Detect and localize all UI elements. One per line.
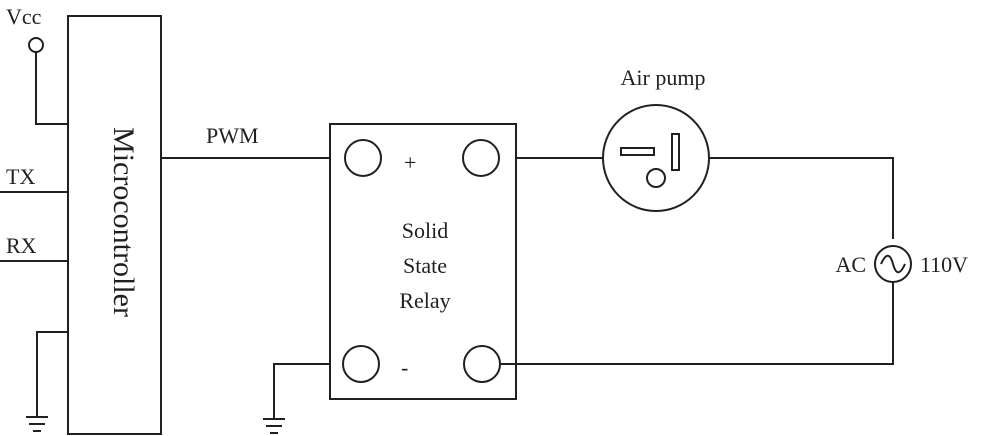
microcontroller: Microcontroller (67, 15, 162, 435)
microcontroller-label: Microcontroller (107, 127, 140, 317)
ground-symbol-icon (263, 418, 285, 434)
microcontroller-ground (26, 331, 68, 432)
relay-terminal-plus (344, 139, 382, 177)
solid-state-relay: + - Solid State Relay (329, 123, 517, 400)
rx-line: RX (0, 233, 68, 262)
ac-sine-icon (880, 254, 906, 274)
vcc-wire (35, 52, 68, 125)
relay-label-line-3: Relay (399, 288, 450, 313)
pwm-line: PWM (161, 123, 330, 159)
air-pump-slot-vertical (671, 133, 680, 171)
tx-label: TX (6, 164, 35, 189)
vcc-terminal: Vcc (6, 4, 68, 125)
ac-label: AC (835, 252, 866, 277)
relay-minus-label: - (401, 355, 408, 380)
microcontroller-ground-wire (36, 331, 68, 416)
air-pump-label: Air pump (621, 65, 706, 90)
air-pump-ground-pin (646, 168, 666, 188)
air-pump: Air pump (602, 65, 710, 212)
pump-to-ac-wire (709, 157, 894, 239)
vcc-label: Vcc (6, 4, 42, 29)
pwm-label: PWM (206, 123, 259, 148)
relay-plus-label: + (404, 150, 416, 175)
microcontroller-box (67, 15, 162, 435)
air-pump-circle (602, 104, 710, 212)
relay-terminal-top-right (462, 139, 500, 177)
relay-label-line-1: Solid (402, 218, 448, 243)
relay-label-line-2: State (403, 253, 447, 278)
relay-ground-wire (273, 363, 330, 418)
tx-line: TX (0, 164, 68, 193)
relay-terminal-bottom-right (463, 345, 501, 383)
vcc-terminal-circle (28, 37, 44, 53)
ac-return-wire (500, 282, 894, 365)
ac-voltage-label: 110V (920, 252, 968, 277)
air-pump-slot-horizontal (620, 147, 655, 156)
ac-source: AC 110V (835, 245, 968, 283)
rx-label: RX (6, 233, 37, 258)
relay-terminal-minus (342, 345, 380, 383)
relay-ground (263, 363, 330, 434)
ground-symbol-icon (26, 416, 48, 432)
